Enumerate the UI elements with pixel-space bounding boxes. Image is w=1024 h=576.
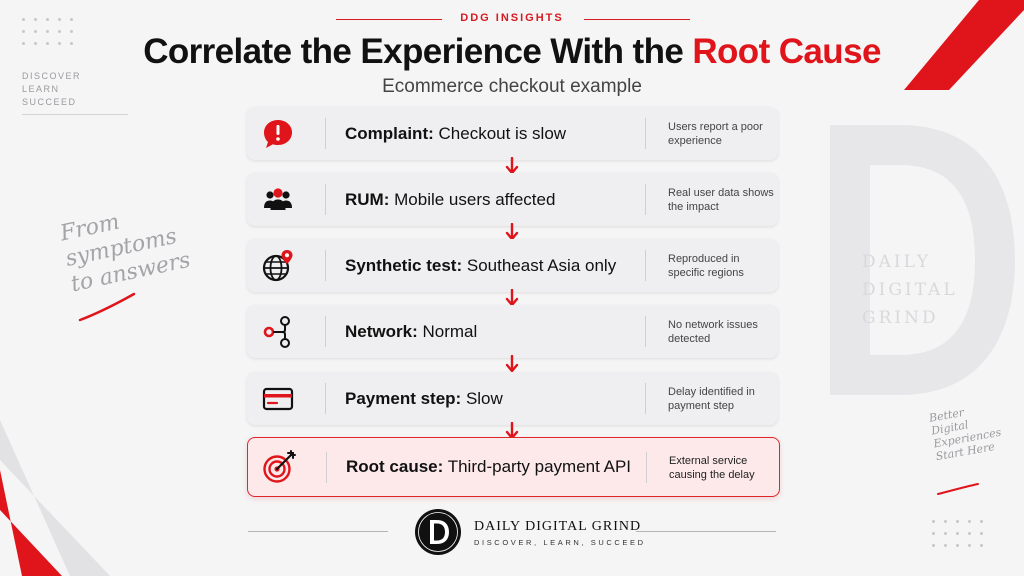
globe-pin-icon [262,250,293,282]
watermark-line-1: DAILY [862,252,932,272]
tagline-succeed: SUCCEED [22,97,77,107]
step-divider [325,316,326,347]
step-divider [325,383,326,414]
step-root-cause: Root cause: Third-party payment API Exte… [247,437,780,497]
step-text: Root cause: Third-party payment API [346,438,631,496]
tagline-divider [22,114,128,115]
top-right-stripes [904,0,1024,90]
step-note: No network issues detected [668,319,758,345]
step-network: Network: Normal No network issues detect… [247,305,778,358]
tagline-learn: LEARN [22,84,60,94]
step-rum: RUM: Mobile users affected Real user dat… [247,173,778,226]
step-text: Complaint: Checkout is slow [345,107,566,160]
brand-logo-icon [415,509,461,555]
step-divider [645,118,646,149]
footer-rule-left [248,531,388,532]
step-label: Synthetic test: [345,256,463,275]
dot-grid-top-left [22,18,73,45]
script-annotation-right: Better Digital Experiences Start Here [928,400,1004,463]
script-annotation-left: From symptoms to answers [58,197,193,299]
step-divider [645,316,646,347]
step-text: Synthetic test: Southeast Asia only [345,239,616,292]
step-divider [645,250,646,281]
step-text: Payment step: Slow [345,372,503,425]
step-synthetic-test: Synthetic test: Southeast Asia only Repr… [247,239,778,292]
step-note: Delay identified in payment step [668,386,755,412]
step-text: RUM: Mobile users affected [345,173,555,226]
step-payment: Payment step: Slow Delay identified in p… [247,372,778,425]
dot-grid-bottom-right [932,520,983,547]
target-icon [263,450,296,483]
step-label: Root cause: [346,457,444,476]
brand-label: DDG INSIGHTS [460,12,564,24]
page-title: Correlate the Experience With the Root C… [0,32,1024,72]
credit-card-icon [262,387,294,411]
brand-rule-right [584,19,690,20]
watermark-text: DAILY DIGITAL GRIND [862,248,958,332]
brand-rule-left [336,19,442,20]
step-value: Normal [422,322,478,341]
step-note: Users report a poor experience [668,121,763,147]
step-value: Third-party payment API [447,457,632,476]
step-divider [645,383,646,414]
step-label: RUM: [345,190,390,209]
network-nodes-icon [263,316,290,348]
script-underline [78,292,136,322]
script-right-underline [937,483,979,495]
watermark-line-3: GRIND [862,308,939,328]
bottom-left-stripes [0,420,110,576]
title-main: Correlate the Experience With the [143,32,693,71]
step-note: Reproduced in specific regions [668,253,744,279]
side-tagline: DISCOVER LEARN SUCCEED [22,70,81,109]
footer-brand-tagline: DISCOVER, LEARN, SUCCEED [474,538,646,547]
page-subtitle: Ecommerce checkout example [382,76,642,97]
step-value: Mobile users affected [394,190,556,209]
step-note: Real user data shows the impact [668,187,774,213]
step-divider [325,250,326,281]
footer-brand-name: DAILY DIGITAL GRIND [474,519,642,534]
step-divider [645,184,646,215]
title-highlight: Root Cause [692,32,881,71]
step-label: Complaint: [345,124,434,143]
alert-bubble-icon [264,120,292,148]
step-value: Southeast Asia only [466,256,617,275]
step-label: Network: [345,322,418,341]
step-divider [325,118,326,149]
step-divider [326,452,327,483]
arrow-down-icon [505,355,519,373]
footer-rule-right [636,531,776,532]
step-complaint: Complaint: Checkout is slow Users report… [247,107,778,160]
step-value: Slow [465,389,503,408]
watermark-line-2: DIGITAL [862,280,958,300]
watermark-logo [830,125,1015,395]
users-group-icon [264,188,292,210]
tagline-discover: DISCOVER [22,71,82,81]
step-label: Payment step: [345,389,462,408]
step-divider [325,184,326,215]
step-divider [646,452,647,483]
step-text: Network: Normal [345,305,477,358]
step-note: External service causing the delay [669,455,755,481]
step-value: Checkout is slow [438,124,567,143]
